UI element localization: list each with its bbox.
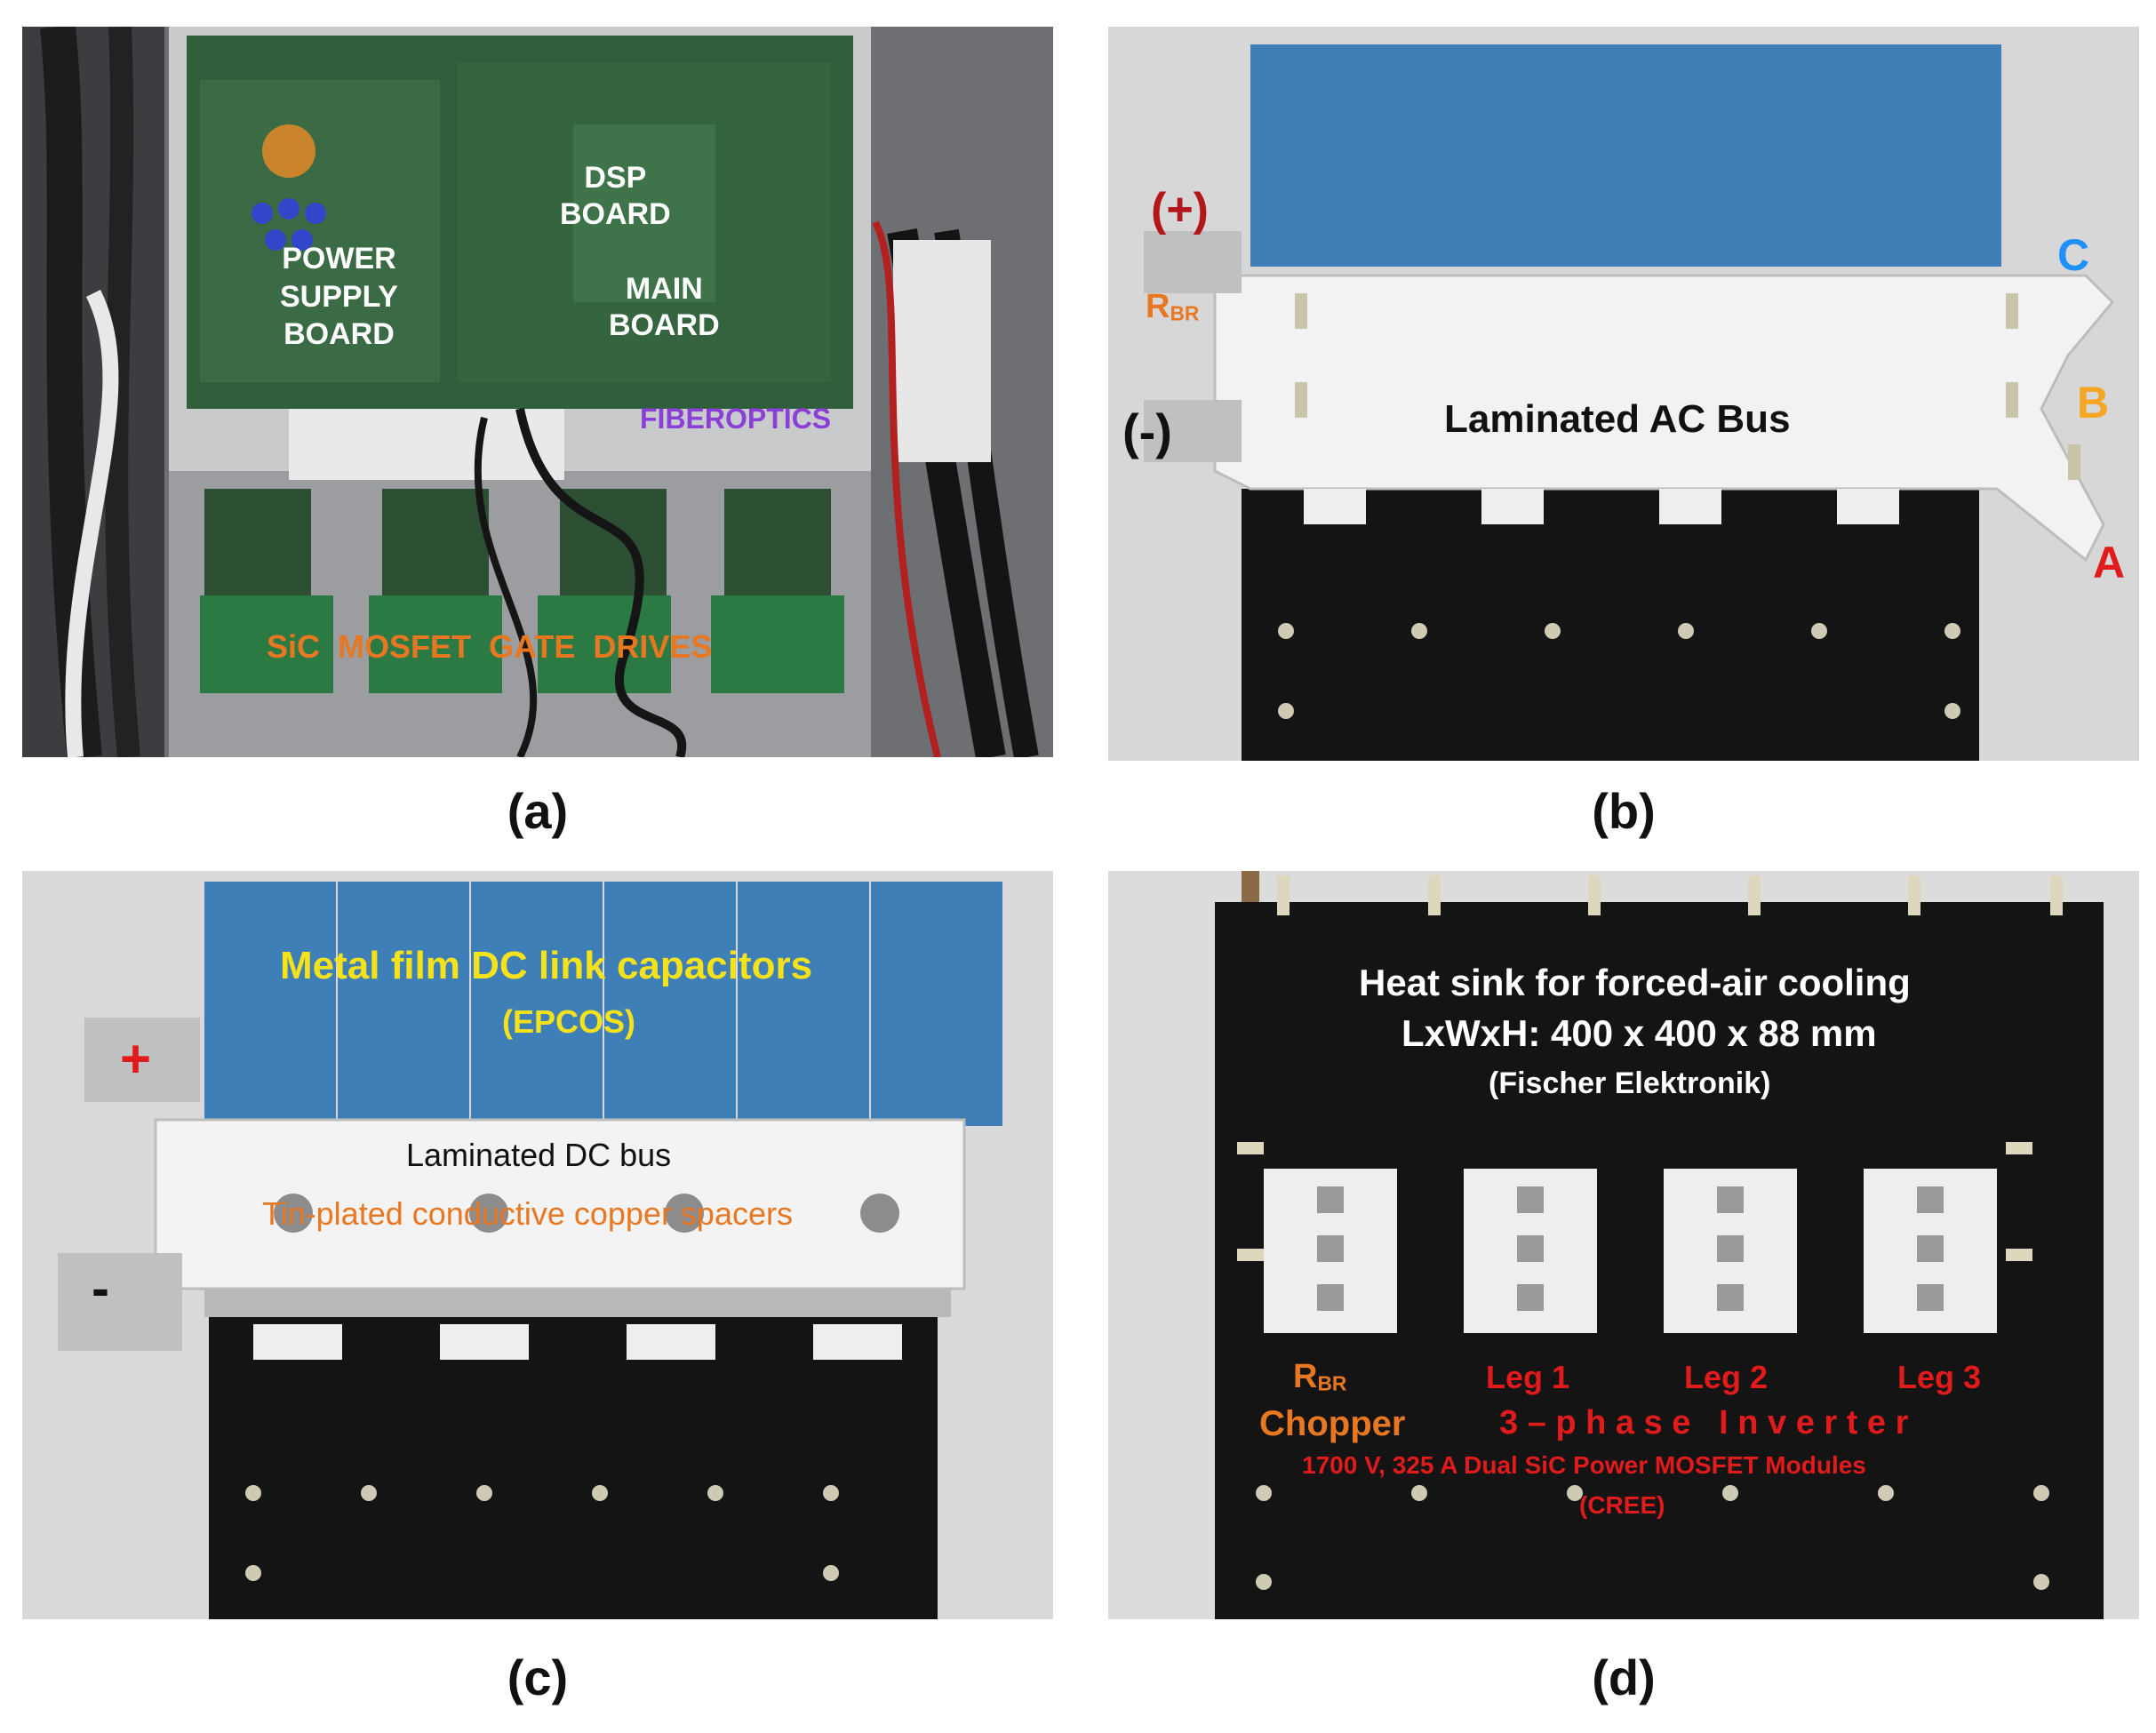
modules-label: 1700 V, 325 A Dual SiC Power MOSFET Modu… [1302, 1451, 1866, 1479]
panel-c-photo [22, 871, 1053, 1619]
fischer-label: (Fischer Elektronik) [1489, 1066, 1771, 1100]
plus-terminal-label-c: + [120, 1029, 152, 1089]
gate-drives-label: SiC MOSFET GATE DRIVES [267, 628, 713, 665]
heatsink-line-2: LxWxH: 400 x 400 x 88 mm [1401, 1012, 1877, 1054]
leg-1-label: Leg 1 [1486, 1359, 1570, 1395]
cree-label: (CREE) [1579, 1491, 1665, 1519]
leg-2-label: Leg 2 [1684, 1359, 1769, 1395]
caps-title-label: Metal film DC link capacitors [280, 944, 813, 987]
panel-a: DSP BOARD POWER SUPPLY BOARD MAIN BOARD … [22, 27, 1053, 757]
rbr-label: RBR [1146, 290, 1199, 323]
psu-line-1: POWER [282, 242, 396, 276]
dc-bus-label: Laminated DC bus [406, 1137, 672, 1173]
chopper-label: Chopper [1259, 1404, 1406, 1443]
rbr-label-d: RBR [1293, 1360, 1346, 1394]
psu-line-2: SUPPLY [280, 279, 398, 314]
plus-terminal-label: (+) [1151, 184, 1209, 236]
inverter-label: 3 – p h a s e I n v e r t e r [1499, 1404, 1909, 1442]
ac-bus-label: Laminated AC Bus [1444, 397, 1791, 441]
main-line-1: MAIN [625, 272, 703, 306]
spacers-label: Tin-plated conductive copper spacers [262, 1195, 793, 1232]
panel-b: (+) RBR (-) C B A Laminated AC Bus [1108, 27, 2139, 761]
panel-b-photo [1108, 27, 2139, 761]
caption-b: (b) [1592, 783, 1656, 839]
phase-a-label: A [2093, 538, 2126, 587]
rbr-main-d: R [1293, 1358, 1318, 1395]
main-line-2: BOARD [609, 307, 720, 342]
dsp-line-1: DSP [584, 161, 647, 195]
panel-d-photo [1108, 871, 2139, 1619]
panel-c: Metal film DC link capacitors (EPCOS) + … [22, 871, 1053, 1619]
phase-b-label: B [2077, 378, 2110, 427]
rbr-sub-d: BR [1317, 1371, 1347, 1395]
dsp-line-2: BOARD [560, 196, 671, 231]
fiberoptics-label: FIBEROPTICS [640, 403, 832, 435]
rbr-main: R [1146, 288, 1170, 325]
leg-3-label: Leg 3 [1897, 1359, 1982, 1395]
main-board-label: MAIN BOARD [609, 271, 720, 344]
caption-a: (a) [507, 783, 569, 839]
psu-line-3: BOARD [283, 317, 395, 351]
rbr-sub: BR [1170, 301, 1200, 325]
caption-c: (c) [507, 1649, 569, 1705]
power-supply-board-label: POWER SUPPLY BOARD [280, 240, 398, 354]
panel-a-photo [22, 27, 1053, 757]
heatsink-line-1: Heat sink for forced-air cooling [1359, 962, 1911, 1003]
panel-d: Heat sink for forced-air cooling LxWxH: … [1108, 871, 2139, 1619]
minus-terminal-label: (-) [1122, 403, 1172, 459]
dsp-board-label: DSP BOARD [560, 160, 671, 233]
epcos-label: (EPCOS) [502, 1003, 636, 1040]
phase-c-label: C [2057, 230, 2090, 280]
minus-terminal-label-c: - [92, 1258, 109, 1318]
caption-d: (d) [1592, 1649, 1656, 1705]
